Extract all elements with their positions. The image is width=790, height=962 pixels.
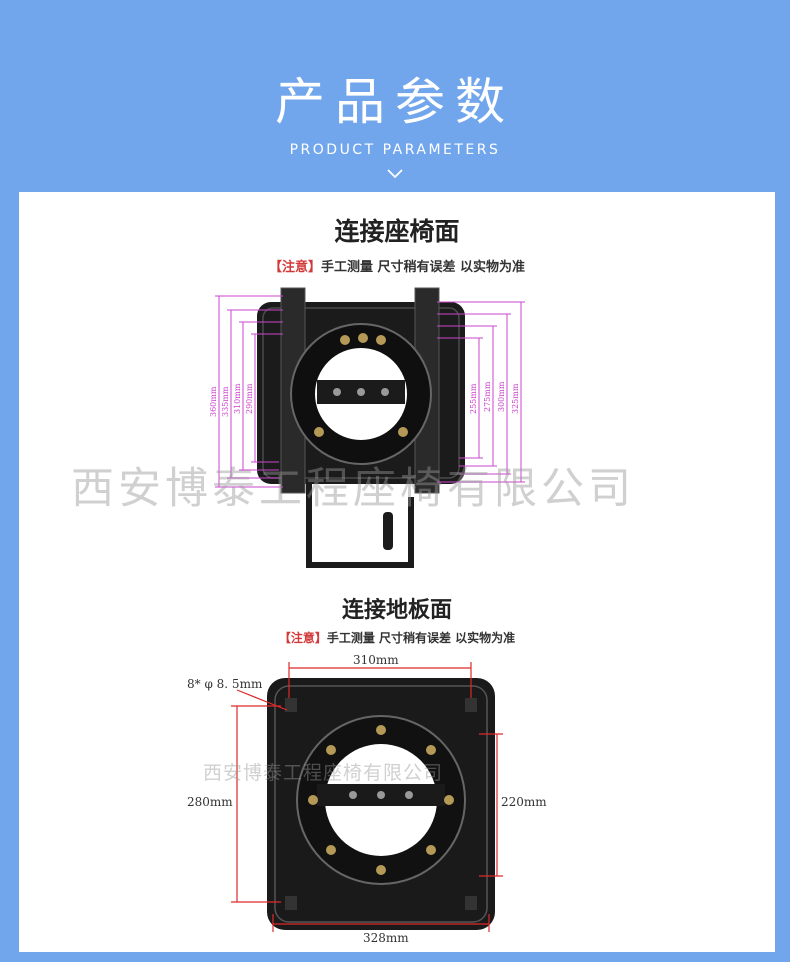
watermark-small: 西安博泰工程座椅有限公司 bbox=[203, 762, 444, 784]
page-subtitle: PRODUCT PARAMETERS bbox=[289, 142, 501, 158]
dim-right-3: 275mm bbox=[483, 381, 492, 412]
left-dimension-lines bbox=[215, 295, 283, 488]
page-header: 产品参数 PRODUCT PARAMETERS bbox=[0, 0, 790, 190]
dim-left-1: 360mm bbox=[209, 386, 218, 417]
dim-right: 220mm bbox=[501, 795, 547, 809]
note-bracket: 【注意】 bbox=[278, 631, 327, 645]
dim-right-4: 255mm bbox=[469, 383, 478, 414]
dim-left: 280mm bbox=[187, 795, 233, 809]
dim-bottom: 328mm bbox=[363, 931, 409, 945]
dim-left-2: 335mm bbox=[221, 386, 230, 417]
dim-right-2: 300mm bbox=[497, 381, 506, 412]
dim-left-3: 310mm bbox=[233, 383, 242, 414]
product-card: 连接座椅面 【注意】手工测量 尺寸稍有误差 以实物为准 360mm 335mm … bbox=[19, 192, 775, 952]
chevron-down-icon bbox=[387, 169, 403, 179]
note-text: 手工测量 尺寸稍有误差 以实物为准 bbox=[320, 260, 526, 275]
dim-top: 310mm bbox=[353, 653, 399, 667]
section-title-seat: 连接座椅面 bbox=[334, 217, 460, 246]
section-title-floor: 连接地板面 bbox=[341, 598, 452, 623]
watermark-main: 西安博泰工程座椅有限公司 bbox=[71, 464, 635, 514]
right-dimension-lines bbox=[437, 301, 525, 483]
page-title: 产品参数 bbox=[275, 73, 515, 131]
section-note-floor: 【注意】手工测量 尺寸稍有误差 以实物为准 bbox=[19, 629, 775, 646]
floor-dimension-lines bbox=[231, 662, 503, 932]
note-text: 手工测量 尺寸稍有误差 以实物为准 bbox=[326, 631, 516, 645]
dim-right-1: 325mm bbox=[511, 383, 520, 414]
seat-plate-diagram: 360mm 335mm 310mm 290mm 325mm 300mm 275m… bbox=[209, 287, 525, 568]
dim-holes: 8* φ 8. 5mm bbox=[187, 677, 263, 691]
dim-left-4: 290mm bbox=[245, 383, 254, 414]
section-note-seat: 【注意】手工测量 尺寸稍有误差 以实物为准 bbox=[19, 256, 775, 275]
floor-plate-diagram: 310mm 8* φ 8. 5mm 280mm 220mm 328mm bbox=[187, 653, 547, 945]
release-handle bbox=[306, 482, 414, 568]
note-bracket: 【注意】 bbox=[268, 260, 321, 275]
